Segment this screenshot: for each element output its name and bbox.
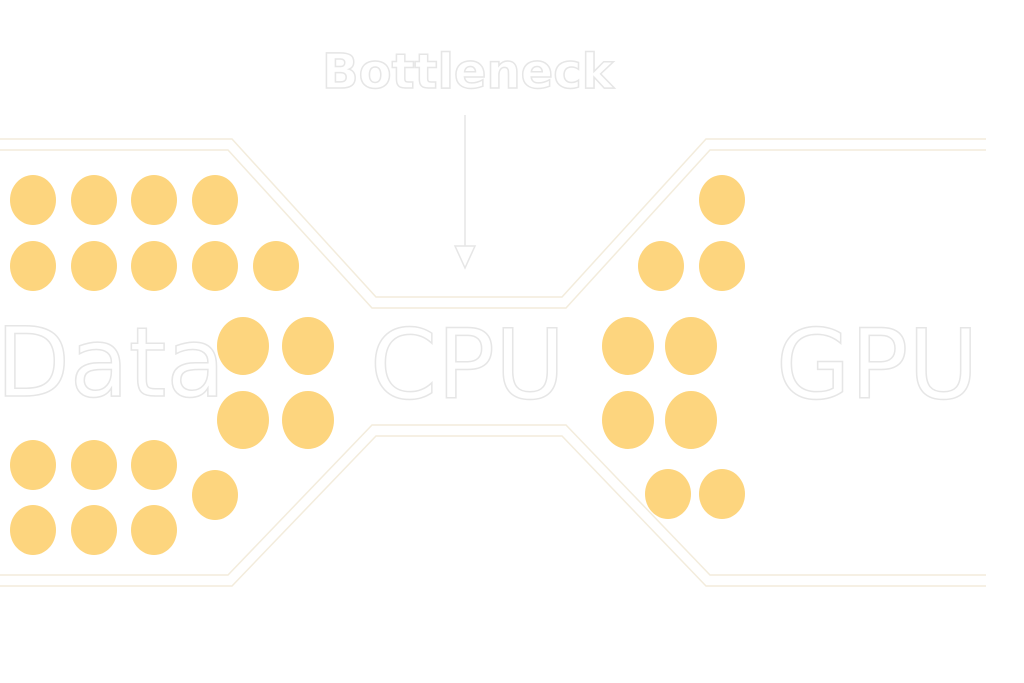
data-dot bbox=[192, 175, 238, 225]
data-dot bbox=[10, 175, 56, 225]
data-dot bbox=[638, 241, 684, 291]
data-dot bbox=[699, 175, 745, 225]
data-dots bbox=[10, 175, 745, 555]
data-dot bbox=[71, 505, 117, 555]
data-dot bbox=[699, 241, 745, 291]
data-dot bbox=[282, 317, 334, 375]
data-dot bbox=[131, 241, 177, 291]
data-dot bbox=[10, 241, 56, 291]
cpu-label: CPU bbox=[370, 309, 565, 421]
data-dot bbox=[131, 440, 177, 490]
data-dot bbox=[602, 317, 654, 375]
data-dot bbox=[217, 317, 269, 375]
data-dot bbox=[71, 175, 117, 225]
data-dot bbox=[645, 469, 691, 519]
channel-top-outer bbox=[0, 138, 986, 298]
data-dot bbox=[253, 241, 299, 291]
data-dot bbox=[10, 440, 56, 490]
bottleneck-title: Bottleneck bbox=[322, 44, 615, 100]
data-dot bbox=[602, 391, 654, 449]
data-dot bbox=[665, 317, 717, 375]
data-dot bbox=[699, 469, 745, 519]
gpu-label: GPU bbox=[776, 309, 979, 421]
data-label: Data bbox=[0, 307, 225, 419]
data-dot bbox=[665, 391, 717, 449]
data-dot bbox=[217, 391, 269, 449]
data-dot bbox=[71, 440, 117, 490]
data-dot bbox=[282, 391, 334, 449]
bottleneck-arrow bbox=[453, 115, 477, 270]
data-dot bbox=[71, 241, 117, 291]
data-dot bbox=[192, 470, 238, 520]
channel-bottom-inner bbox=[0, 424, 986, 576]
data-dot bbox=[131, 175, 177, 225]
data-dot bbox=[10, 505, 56, 555]
channel-outline bbox=[0, 138, 986, 587]
data-dot bbox=[131, 505, 177, 555]
channel-top-inner bbox=[0, 149, 986, 309]
arrow-head bbox=[453, 245, 477, 270]
channel-bottom-outer bbox=[0, 435, 986, 587]
data-dot bbox=[192, 241, 238, 291]
